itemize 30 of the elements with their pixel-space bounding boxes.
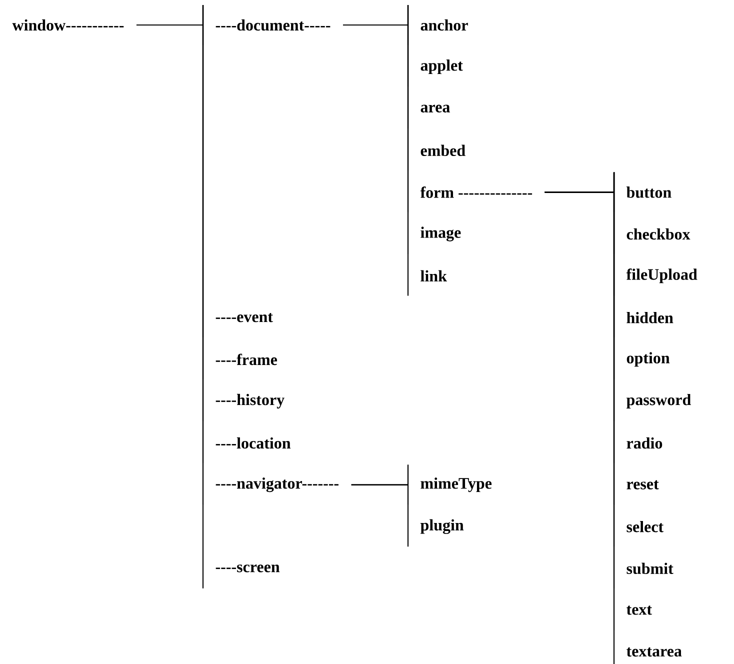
tree-item: submit [626,562,674,574]
tree-item: ----frame [216,354,278,366]
tree-item: area [420,104,450,112]
tree-item: option [626,352,670,367]
tree-item: select [626,520,664,532]
tree-item: radio [626,437,662,449]
tree-item: button [626,186,672,198]
tree-item: ----history [216,394,284,408]
tree-item: ----event [216,313,273,322]
tree-item: form -------------- [420,186,532,198]
tree-item: fileUpload [626,268,698,284]
tree-item: image [420,226,461,242]
tree-item: reset [626,480,659,490]
tree-item: window----------- [12,19,124,31]
tree-item: textarea [626,647,682,657]
tree-item: ----location [216,437,291,449]
tree-item: anchor [420,19,468,31]
tree-item: plugin [420,519,464,534]
tree-item: ----screen [216,564,280,572]
connector-line [351,464,409,548]
tree-item: link [420,270,447,282]
tree-item: ----document----- [216,19,330,31]
tree-item: embed [420,144,466,156]
tree-item: hidden [626,312,674,324]
tree-item: ----navigator------- [216,478,338,492]
tree-item: checkbox [626,228,690,240]
tree-item: applet [420,60,463,74]
tree-item: password [626,394,691,408]
tree-item: mimeType [420,478,492,492]
tree-item: text [626,606,652,615]
